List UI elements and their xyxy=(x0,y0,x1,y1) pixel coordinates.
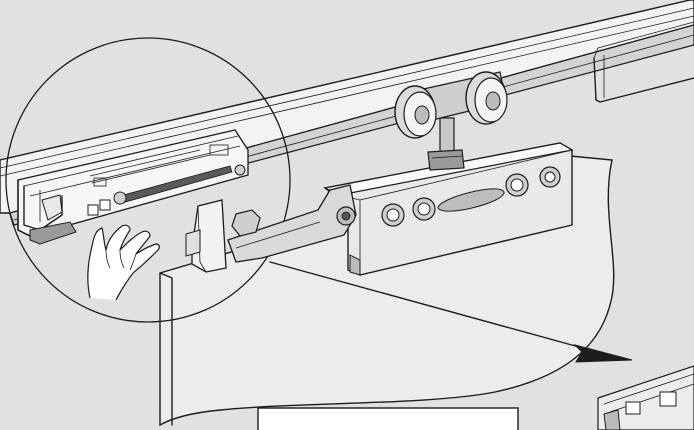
detail-inset-partial xyxy=(597,365,694,430)
caption-box xyxy=(257,407,519,430)
wheel-left xyxy=(394,85,437,139)
wheel-right xyxy=(465,71,508,125)
screw-3 xyxy=(505,173,529,197)
screw-1 xyxy=(381,203,405,227)
hand-icon xyxy=(87,224,160,301)
screw-2 xyxy=(412,197,436,221)
roller-trolley xyxy=(394,71,508,171)
screw-4 xyxy=(539,166,561,188)
soft-close-damper xyxy=(17,129,249,245)
activator-arm xyxy=(185,184,357,273)
magnifier-circle xyxy=(5,37,291,323)
arrow-icon xyxy=(269,261,633,363)
